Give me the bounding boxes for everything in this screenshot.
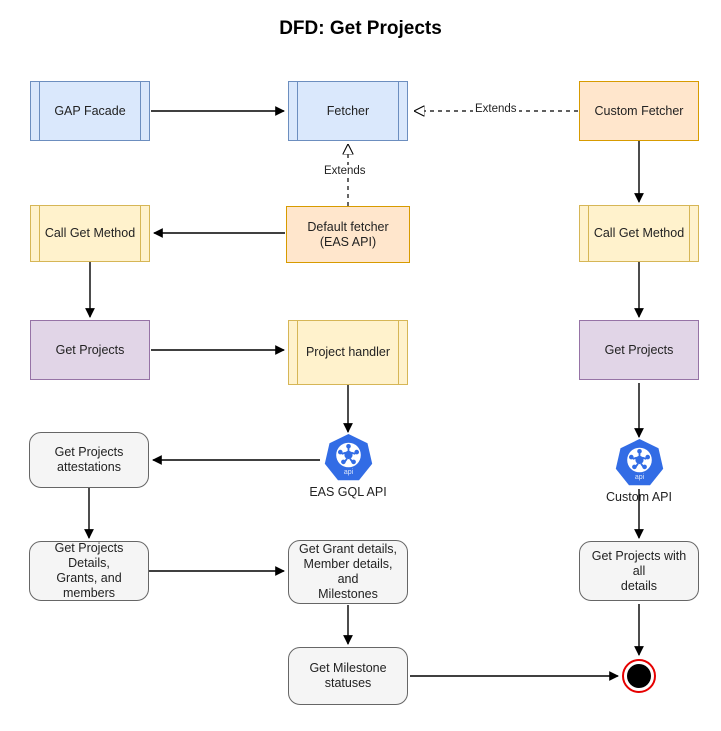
node-custom-fetcher-label: Custom Fetcher xyxy=(594,103,684,118)
page-title: DFD: Get Projects xyxy=(279,18,442,39)
k8s-api-icon-inner-text: api xyxy=(635,474,645,481)
k8s-api-icon-custom[interactable]: api xyxy=(613,437,666,490)
node-call-get-method-left-label: Call Get Method xyxy=(44,226,136,240)
node-get-milestone-statuses-label: Get Milestone statuses xyxy=(309,661,387,690)
edge-label-extends-vertical: Extends xyxy=(322,165,368,177)
node-get-projects-details-label: Get Projects Details, Grants, and member… xyxy=(54,541,124,600)
end-state-fill xyxy=(627,664,651,688)
node-project-handler-label: Project handler xyxy=(305,345,391,359)
node-get-milestone-statuses[interactable]: Get Milestone statuses xyxy=(288,647,408,705)
node-default-fetcher[interactable]: Default fetcher (EAS API) xyxy=(286,206,410,263)
node-call-get-method-right[interactable]: Call Get Method xyxy=(579,205,699,262)
node-custom-fetcher[interactable]: Custom Fetcher xyxy=(579,81,699,141)
node-get-grant-details-label: Get Grant details, Member details, and M… xyxy=(299,542,397,601)
node-eas-gql-api-label: EAS GQL API xyxy=(309,485,387,499)
node-fetcher-label: Fetcher xyxy=(326,103,370,118)
node-end-state[interactable] xyxy=(622,659,656,693)
node-project-handler[interactable]: Project handler xyxy=(288,320,408,385)
k8s-api-icon-inner-text: api xyxy=(344,469,354,476)
node-get-projects-all-details-label: Get Projects with all details xyxy=(591,548,687,593)
node-get-grant-details[interactable]: Get Grant details, Member details, and M… xyxy=(288,540,408,604)
node-gap-facade[interactable]: GAP Facade xyxy=(30,81,150,141)
node-custom-api-label: Custom API xyxy=(606,490,672,504)
node-call-get-method-left[interactable]: Call Get Method xyxy=(30,205,150,262)
node-get-projects-attestations-label: Get Projects attestations xyxy=(54,445,124,474)
node-get-projects-right-label: Get Projects xyxy=(604,342,674,357)
node-call-get-method-right-label: Call Get Method xyxy=(593,226,685,240)
node-default-fetcher-label: Default fetcher (EAS API) xyxy=(307,219,389,249)
node-get-projects-all-details[interactable]: Get Projects with all details xyxy=(579,541,699,601)
node-get-projects-left[interactable]: Get Projects xyxy=(30,320,150,380)
node-gap-facade-label: GAP Facade xyxy=(54,103,126,118)
node-get-projects-left-label: Get Projects xyxy=(55,342,125,357)
node-get-projects-attestations[interactable]: Get Projects attestations xyxy=(29,432,149,488)
edge-label-extends-horizontal: Extends xyxy=(473,103,519,115)
node-get-projects-right[interactable]: Get Projects xyxy=(579,320,699,380)
node-get-projects-details[interactable]: Get Projects Details, Grants, and member… xyxy=(29,541,149,601)
node-fetcher[interactable]: Fetcher xyxy=(288,81,408,141)
k8s-api-icon-eas[interactable]: api xyxy=(322,432,375,485)
